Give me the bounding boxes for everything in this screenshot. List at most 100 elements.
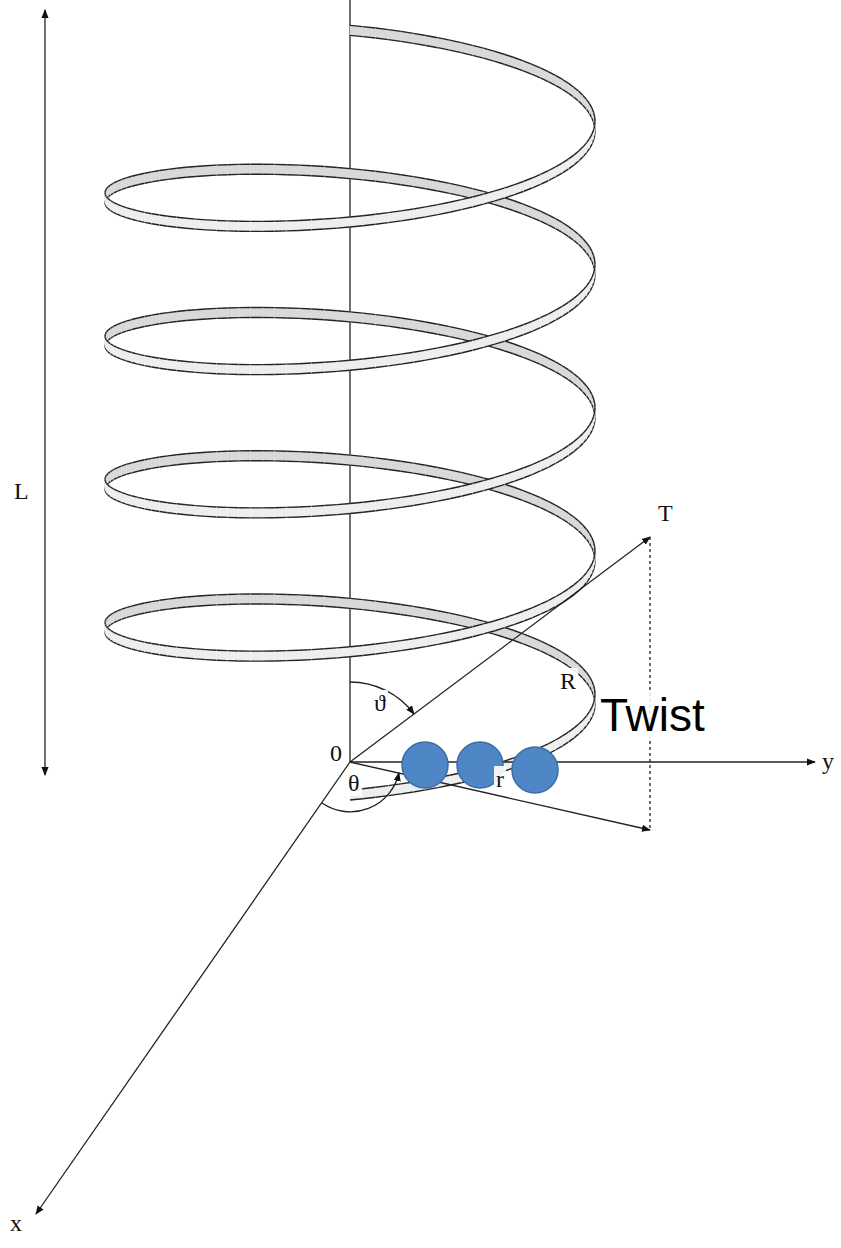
ribbon-face	[548, 310, 555, 324]
ribbon-face	[461, 186, 472, 199]
ribbon-face	[376, 171, 389, 183]
ribbon-edge	[350, 598, 363, 599]
ribbon-edge	[523, 357, 532, 360]
ribbon-face	[299, 220, 312, 231]
ribbon-edge	[523, 491, 532, 494]
ribbon-edge	[239, 603, 251, 605]
ribbon-edge	[438, 611, 450, 613]
ribbon-edge	[239, 517, 251, 519]
ribbon-edge	[145, 652, 152, 653]
ribbon-face	[160, 215, 168, 226]
ribbon-edge	[376, 315, 389, 317]
ribbon-edge	[108, 628, 110, 630]
ribbon-edge	[177, 227, 186, 229]
ribbon-face	[562, 222, 568, 236]
ribbon-edge	[138, 497, 145, 498]
ribbon-edge	[579, 235, 583, 239]
ribbon-edge	[250, 507, 262, 508]
ribbon-edge	[160, 323, 168, 324]
ribbon-edge	[132, 209, 138, 211]
ribbon-face	[196, 166, 206, 177]
ribbon-face	[250, 594, 262, 604]
ribbon-edge	[363, 224, 376, 225]
ribbon-edge	[590, 544, 592, 548]
ribbon-edge	[228, 517, 239, 519]
ribbon-edge	[145, 182, 152, 183]
ribbon-edge	[126, 616, 132, 618]
ribbon-edge	[287, 317, 299, 319]
ribbon-face	[568, 442, 574, 456]
ribbon-face	[138, 173, 145, 184]
ribbon-edge	[274, 593, 286, 595]
ribbon-edge	[473, 624, 484, 627]
ribbon-face	[388, 641, 401, 653]
ribbon-edge	[401, 614, 413, 616]
ribbon-face	[548, 358, 555, 372]
ribbon-edge	[186, 371, 196, 373]
ribbon-face	[590, 247, 592, 261]
ribbon-edge	[514, 67, 523, 70]
ribbon-edge	[113, 181, 117, 183]
ribbon-edge	[196, 165, 206, 167]
ribbon-edge	[438, 642, 450, 644]
ribbon-edge	[337, 167, 350, 168]
ribbon-edge	[250, 450, 262, 451]
ribbon-face	[590, 421, 592, 435]
ribbon-face	[168, 216, 177, 227]
ribbon-edge	[401, 639, 413, 641]
ribbon-edge	[363, 600, 376, 601]
ribbon-edge	[579, 388, 583, 392]
ribbon-face	[126, 320, 132, 332]
ribbon-face	[504, 197, 514, 210]
ribbon-face	[350, 502, 363, 513]
ribbon-edge	[494, 341, 504, 344]
ribbon-edge	[413, 33, 425, 35]
ribbon-face	[177, 167, 186, 178]
ribbon-edge	[250, 164, 262, 165]
ribbon-edge	[168, 598, 177, 599]
ribbon-edge	[152, 600, 160, 601]
ribbon-face	[583, 143, 587, 157]
ribbon-face	[350, 25, 363, 36]
angle-label: θ	[346, 770, 362, 796]
ribbon-edge	[426, 608, 438, 610]
ribbon-edge	[117, 333, 121, 335]
ribbon-edge	[568, 442, 574, 446]
ribbon-edge	[350, 359, 363, 360]
ribbon-edge	[239, 374, 251, 376]
ribbon-face	[145, 212, 152, 223]
ribbon-face	[262, 508, 274, 518]
ribbon-edge	[494, 51, 504, 54]
ribbon-face	[590, 564, 592, 578]
ribbon-edge	[590, 134, 592, 138]
ribbon-face	[117, 204, 121, 216]
ribbon-face	[132, 461, 138, 473]
ribbon-edge	[287, 594, 299, 596]
ribbon-edge	[438, 489, 450, 491]
ribbon-face	[206, 308, 217, 319]
ribbon-face	[312, 452, 325, 463]
ribbon-edge	[228, 230, 239, 232]
ribbon-face	[587, 529, 590, 543]
ribbon-edge	[108, 338, 110, 340]
ribbon-edge	[583, 439, 587, 443]
ribbon-edge	[312, 648, 325, 650]
ribbon-edge	[186, 228, 196, 230]
ribbon-edge	[514, 621, 523, 624]
ribbon-face	[401, 604, 413, 616]
ribbon-edge	[145, 212, 152, 213]
ribbon-face	[388, 603, 401, 615]
ribbon-edge	[206, 164, 217, 166]
ribbon-edge	[274, 220, 286, 222]
ribbon-edge	[413, 350, 425, 352]
ribbon-face	[438, 202, 450, 214]
ribbon-edge	[583, 525, 587, 529]
twist-bead	[402, 742, 448, 788]
ribbon-face	[540, 498, 548, 512]
ribbon-edge	[590, 717, 592, 721]
ribbon-edge	[548, 177, 555, 181]
ribbon-face	[168, 646, 177, 657]
ribbon-face	[262, 451, 274, 461]
ribbon-edge	[152, 181, 160, 182]
ribbon-edge	[583, 239, 587, 243]
